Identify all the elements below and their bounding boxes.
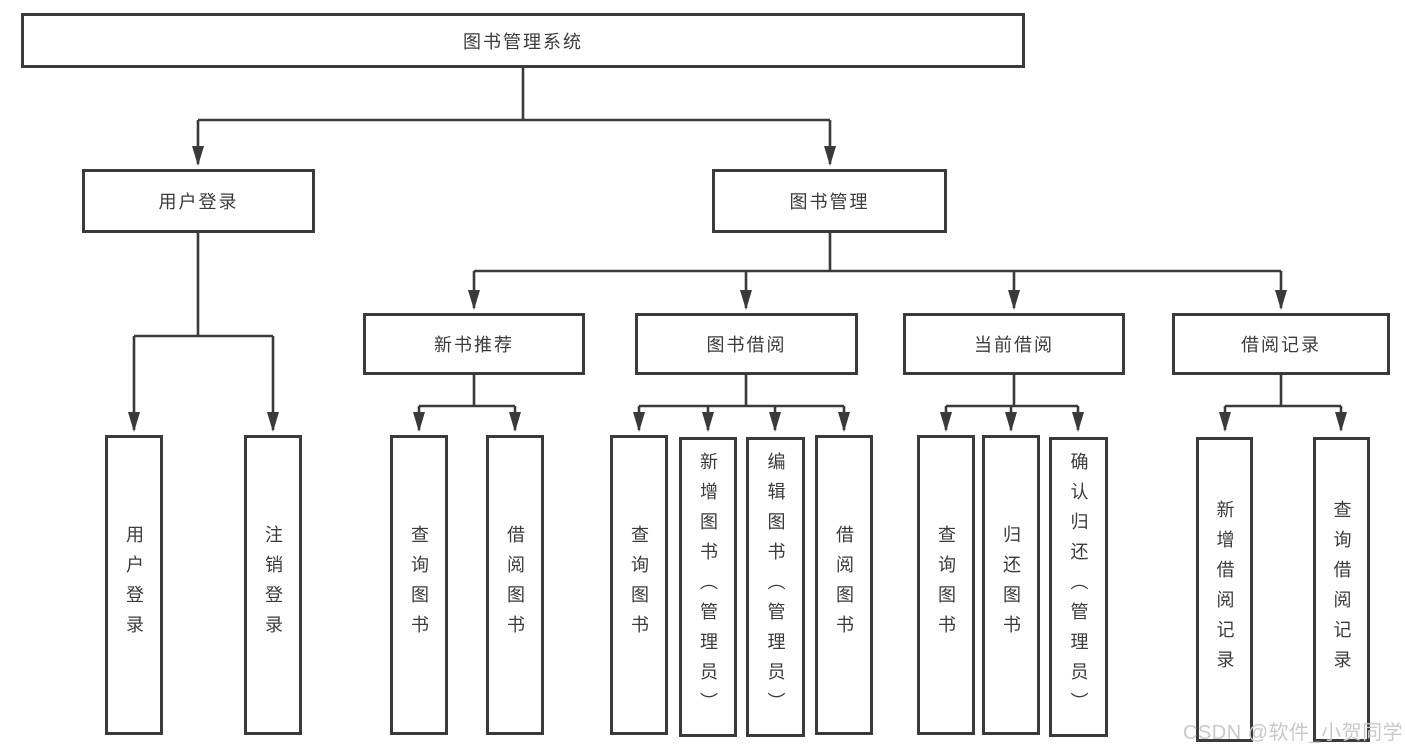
csdn-watermark: CSDN @软件_小贺同学 [1183, 722, 1404, 744]
node-label: 借阅图书 [505, 525, 525, 645]
node-label: 新增借阅记录 [1214, 499, 1235, 680]
leaf-query-books-recommend: 查询图书 [390, 435, 448, 735]
leaf-user-login: 用户登录 [105, 435, 163, 735]
node-label: 新书推荐 [434, 335, 514, 355]
leaf-borrow-books-recommend: 借阅图书 [486, 435, 544, 735]
node-label: 借阅图书 [834, 525, 854, 645]
node-label: 查询图书 [629, 525, 649, 645]
node-label: 确认归还（管理员） [1068, 452, 1089, 722]
node-current-borrowing: 当前借阅 [903, 313, 1125, 375]
leaf-add-borrow-record: 新增借阅记录 [1196, 437, 1253, 742]
node-label: 查询图书 [936, 525, 956, 645]
node-label: 图书借阅 [706, 335, 787, 355]
leaf-return-books: 归还图书 [982, 435, 1040, 735]
node-label: 注销登录 [263, 525, 283, 645]
leaf-edit-books-admin: 编辑图书（管理员） [746, 437, 805, 737]
node-label: 图书管理 [789, 192, 870, 212]
node-label: 当前借阅 [974, 335, 1054, 355]
node-library-management-system: 图书管理系统 [21, 13, 1025, 68]
node-user-login: 用户登录 [82, 169, 315, 233]
leaf-logout: 注销登录 [244, 435, 302, 735]
leaf-query-books-current: 查询图书 [917, 435, 975, 735]
node-book-management: 图书管理 [712, 169, 947, 233]
node-new-book-recommendation: 新书推荐 [363, 313, 585, 375]
node-label: 新增图书（管理员） [698, 452, 718, 722]
leaf-confirm-return-admin: 确认归还（管理员） [1049, 437, 1108, 737]
node-borrowing-records: 借阅记录 [1172, 313, 1390, 375]
node-book-borrowing: 图书借阅 [635, 313, 858, 375]
node-label: 归还图书 [1001, 525, 1021, 645]
leaf-add-books-admin: 新增图书（管理员） [679, 437, 737, 737]
node-label: 查询图书 [409, 525, 429, 645]
node-label: 借阅记录 [1241, 335, 1321, 355]
node-label: 用户登录 [158, 192, 239, 212]
node-label: 图书管理系统 [463, 31, 583, 52]
leaf-borrow-books: 借阅图书 [815, 435, 873, 735]
node-label: 编辑图书（管理员） [765, 452, 786, 722]
node-label: 用户登录 [124, 525, 144, 645]
leaf-query-borrow-record: 查询借阅记录 [1313, 437, 1370, 742]
node-label: 查询借阅记录 [1331, 499, 1352, 680]
leaf-query-books-borrowing: 查询图书 [610, 435, 668, 735]
